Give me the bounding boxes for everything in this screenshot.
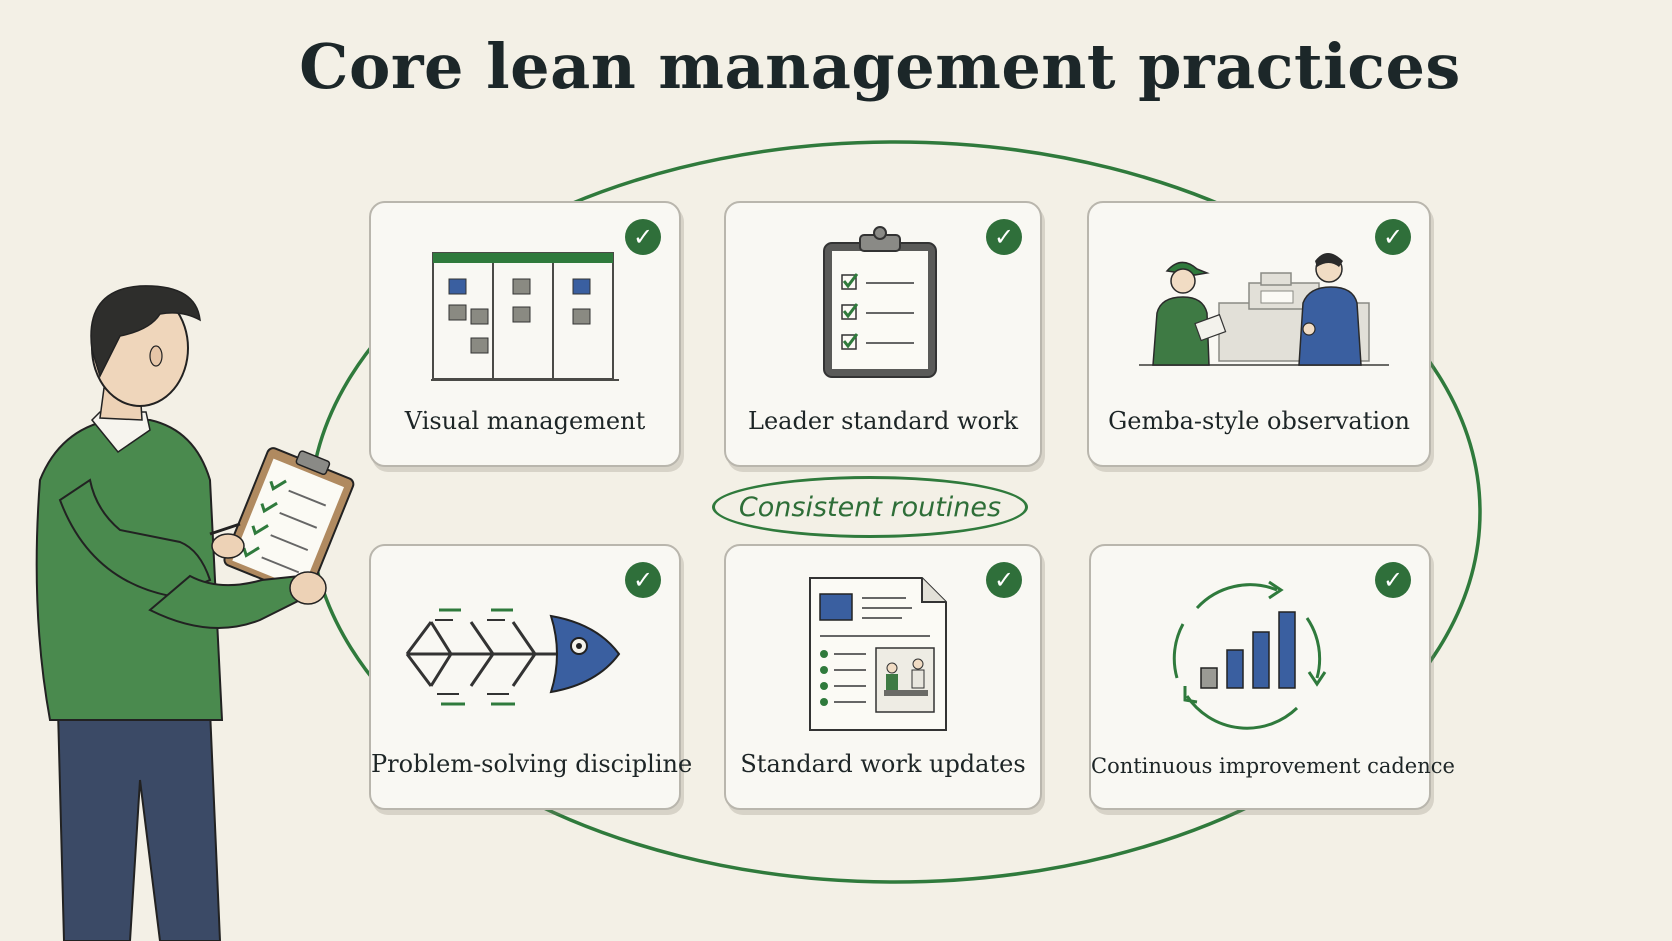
card-problem-solving: ✓ Problem-solving discipline — [369, 544, 693, 810]
page-title: Core lean management practices — [299, 30, 1461, 103]
card-visual-management: ✓ Visual management — [369, 201, 681, 467]
clipboard-checklist-icon — [823, 226, 937, 378]
check-icon: ✓ — [625, 562, 661, 598]
card-label: Leader standard work — [748, 407, 1018, 435]
check-icon: ✓ — [1375, 219, 1411, 255]
card-standard-work-updates: ✓ Standard work updates — [724, 544, 1042, 810]
check-icon: ✓ — [1375, 562, 1411, 598]
card-continuous-improvement: ✓ Continuous improvement cadence — [1089, 544, 1455, 810]
card-label: Continuous improvement cadence — [1091, 754, 1455, 778]
person-with-clipboard-icon — [35, 285, 355, 941]
center-label: Consistent routines — [712, 476, 1028, 538]
card-leader-standard-work: ✓ Leader standard work — [724, 201, 1042, 467]
card-label: Standard work updates — [740, 750, 1026, 778]
card-label: Visual management — [404, 407, 646, 435]
check-icon: ✓ — [986, 219, 1022, 255]
kanban-board-icon — [431, 252, 619, 381]
card-label: Problem-solving discipline — [371, 750, 693, 778]
check-icon: ✓ — [625, 219, 661, 255]
card-gemba-observation: ✓ Gemba-style observation — [1087, 201, 1431, 467]
check-icon: ✓ — [986, 562, 1022, 598]
gemba-observation-icon — [1139, 253, 1389, 366]
card-label: Gemba-style observation — [1108, 407, 1410, 435]
fishbone-diagram-icon — [405, 608, 621, 706]
document-update-icon — [809, 577, 947, 731]
cycle-bar-chart-icon — [1172, 580, 1327, 730]
